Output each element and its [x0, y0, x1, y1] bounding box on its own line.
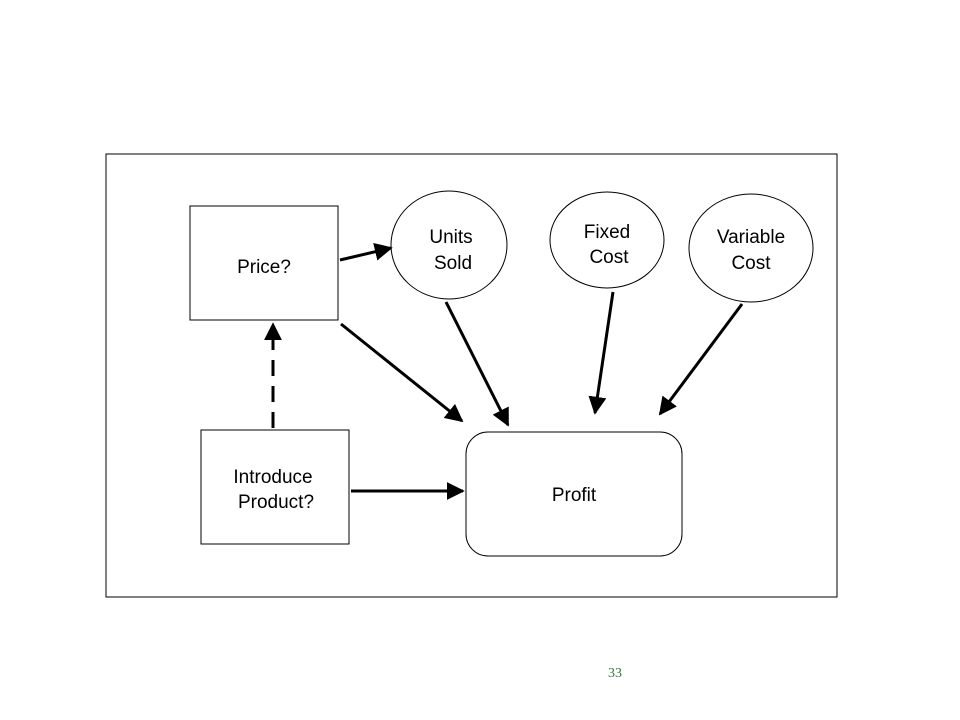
profit-label: Profit	[552, 485, 597, 506]
page-number: 33	[608, 666, 622, 681]
arrow-variable-cost-to-profit	[658, 303, 744, 416]
fixed-cost-ellipse	[549, 191, 665, 289]
fixed-cost-label-line1: Fixed	[584, 222, 630, 243]
introduce-product-label-line2: Product?	[238, 492, 314, 513]
node-introduce-product: Introduce Product?	[200, 429, 350, 545]
profit-box	[465, 431, 683, 557]
node-units-sold: Units Sold	[390, 190, 508, 300]
node-profit: Profit	[465, 431, 683, 557]
arrow-units-sold-to-profit	[444, 301, 510, 427]
units-sold-label-line1: Units	[429, 227, 472, 248]
diagram-frame	[105, 153, 838, 598]
variable-cost-ellipse	[688, 193, 814, 303]
arrow-price-to-profit	[340, 322, 464, 423]
arrow-price-to-units-sold	[339, 242, 393, 262]
node-fixed-cost: Fixed Cost	[549, 191, 665, 289]
node-price: Price?	[189, 205, 339, 321]
price-box	[189, 205, 339, 321]
introduce-product-box	[200, 429, 350, 545]
variable-cost-label-line2: Cost	[731, 253, 771, 274]
units-sold-label-line2: Sold	[434, 253, 472, 274]
fixed-cost-label-line2: Cost	[589, 247, 629, 268]
introduce-product-label-line1: Introduce	[233, 467, 312, 488]
node-variable-cost: Variable Cost	[688, 193, 814, 303]
variable-cost-label-line1: Variable	[717, 227, 785, 248]
price-label: Price?	[237, 257, 291, 278]
arrow-fixed-cost-to-profit	[588, 291, 615, 415]
